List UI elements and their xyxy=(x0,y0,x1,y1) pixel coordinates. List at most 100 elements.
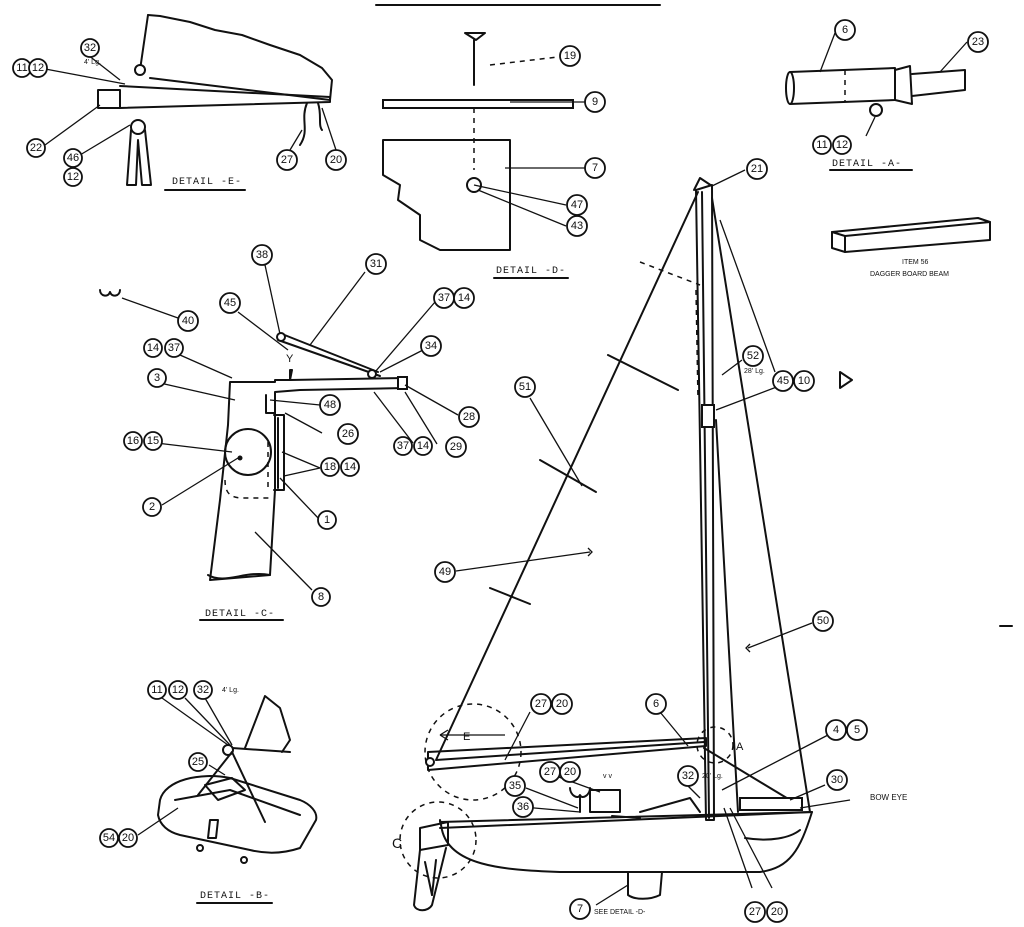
svg-text:12: 12 xyxy=(172,684,184,696)
detail-e-block xyxy=(130,119,146,135)
callout-main-27b: 27 xyxy=(539,761,561,783)
svg-text:52: 52 xyxy=(747,350,759,362)
svg-text:47: 47 xyxy=(571,199,583,211)
detail-a-drawing xyxy=(785,32,968,171)
letter-c: C xyxy=(392,835,402,851)
detail-a-tube xyxy=(789,67,896,105)
detail-b-boom xyxy=(231,747,291,753)
dagger-board-beam xyxy=(831,217,991,253)
callout-main-5: 5 xyxy=(846,719,868,741)
callout-d-43: 43 xyxy=(566,215,588,237)
callout-c-8: 8 xyxy=(311,587,331,607)
callout-b-11: 11 xyxy=(147,680,167,700)
svg-text:38: 38 xyxy=(256,249,268,261)
callout-main-4: 4 xyxy=(825,719,847,741)
callout-c-26: 26 xyxy=(337,423,359,445)
svg-text:19: 19 xyxy=(564,50,576,62)
callout-c-14b: 14 xyxy=(143,338,163,358)
detail-e-fairlead xyxy=(134,64,146,76)
foredeck-plate xyxy=(739,797,803,811)
detail-b-sail xyxy=(244,695,291,753)
svg-text:4: 4 xyxy=(833,724,839,736)
deck-box xyxy=(589,789,621,813)
detail-b-hull xyxy=(157,775,318,854)
detail-c-drawing xyxy=(99,264,459,621)
callout-main-20b: 20 xyxy=(559,761,581,783)
detail-b-drawing xyxy=(137,695,318,904)
svg-text:12: 12 xyxy=(67,171,79,183)
detail-a-caption: DETAIL -A- xyxy=(832,159,902,170)
detail-d-drawing xyxy=(382,32,586,279)
detail-e-sail-edge xyxy=(147,14,333,101)
svg-text:3: 3 xyxy=(154,372,160,384)
callout-main-21: 21 xyxy=(746,158,768,180)
callout-main-27c: 27 xyxy=(744,901,766,923)
svg-text:34: 34 xyxy=(425,340,437,352)
batten-middle xyxy=(539,459,597,493)
callout-main-45: 45 xyxy=(772,370,794,392)
mainsail-outline xyxy=(435,191,705,761)
svg-text:20: 20 xyxy=(771,906,783,918)
callout-d-7: 7 xyxy=(584,157,606,179)
callout-d-19: 19 xyxy=(559,45,581,67)
callout-e-32: 32 xyxy=(80,38,100,58)
horseshoe-icon xyxy=(99,289,121,297)
detail-e-line xyxy=(299,102,308,146)
batten-upper xyxy=(607,354,679,391)
detail-e-gooseneck xyxy=(97,89,121,109)
callout-b-25: 25 xyxy=(188,752,208,772)
svg-text:20: 20 xyxy=(556,698,568,710)
callout-main-20a: 20 xyxy=(551,693,573,715)
batten-lower xyxy=(489,587,531,605)
letter-e: E xyxy=(463,731,470,743)
svg-text:12: 12 xyxy=(32,62,44,74)
svg-text:51: 51 xyxy=(519,381,531,393)
svg-text:29: 29 xyxy=(450,441,462,453)
callout-c-2: 2 xyxy=(142,497,162,517)
callout-b-12: 12 xyxy=(168,680,188,700)
svg-text:45: 45 xyxy=(224,297,236,309)
detail-d-screw-head xyxy=(464,32,486,41)
callout-c-28: 28 xyxy=(458,406,480,428)
dagger-board-label: DAGGER BOARD BEAM xyxy=(870,271,949,278)
detail-c-mast-section xyxy=(209,369,406,581)
flag-icon xyxy=(839,371,853,389)
svg-text:27: 27 xyxy=(535,698,547,710)
svg-text:14: 14 xyxy=(458,292,470,304)
callout-c-16: 16 xyxy=(123,431,143,451)
svg-text:49: 49 xyxy=(439,566,451,578)
callout-e-12b: 12 xyxy=(63,167,83,187)
callout-b-32: 32 xyxy=(193,680,213,700)
detail-d-hull-section xyxy=(382,139,511,251)
callout-a-23: 23 xyxy=(967,31,989,53)
centreboard xyxy=(627,871,663,900)
svg-text:40: 40 xyxy=(182,315,194,327)
svg-text:26: 26 xyxy=(342,428,354,440)
length-b-32: 4' Lg. xyxy=(222,687,239,694)
detail-e-caption: DETAIL -E- xyxy=(172,177,242,188)
svg-text:20: 20 xyxy=(564,766,576,778)
detail-d-caption: DETAIL -D- xyxy=(496,266,566,277)
svg-text:14: 14 xyxy=(147,342,159,354)
svg-text:30: 30 xyxy=(831,774,843,786)
svg-text:36: 36 xyxy=(517,801,529,813)
svg-text:32: 32 xyxy=(84,42,96,54)
callout-d-47: 47 xyxy=(566,194,588,216)
svg-text:14: 14 xyxy=(417,440,429,452)
callout-main-51: 51 xyxy=(514,376,536,398)
detail-e-block-shackle xyxy=(126,129,152,186)
svg-text:37: 37 xyxy=(438,292,450,304)
callout-main-36: 36 xyxy=(512,796,534,818)
svg-text:12: 12 xyxy=(836,139,848,151)
detail-a-tube-end xyxy=(785,71,795,105)
svg-text:32: 32 xyxy=(682,770,694,782)
callout-b-54: 54 xyxy=(99,828,119,848)
svg-text:50: 50 xyxy=(817,615,829,627)
detail-d-plate xyxy=(382,99,574,109)
svg-text:15: 15 xyxy=(147,435,159,447)
detail-a-fitting xyxy=(911,69,966,97)
svg-text:22: 22 xyxy=(30,142,42,154)
callout-e-27: 27 xyxy=(276,149,298,171)
